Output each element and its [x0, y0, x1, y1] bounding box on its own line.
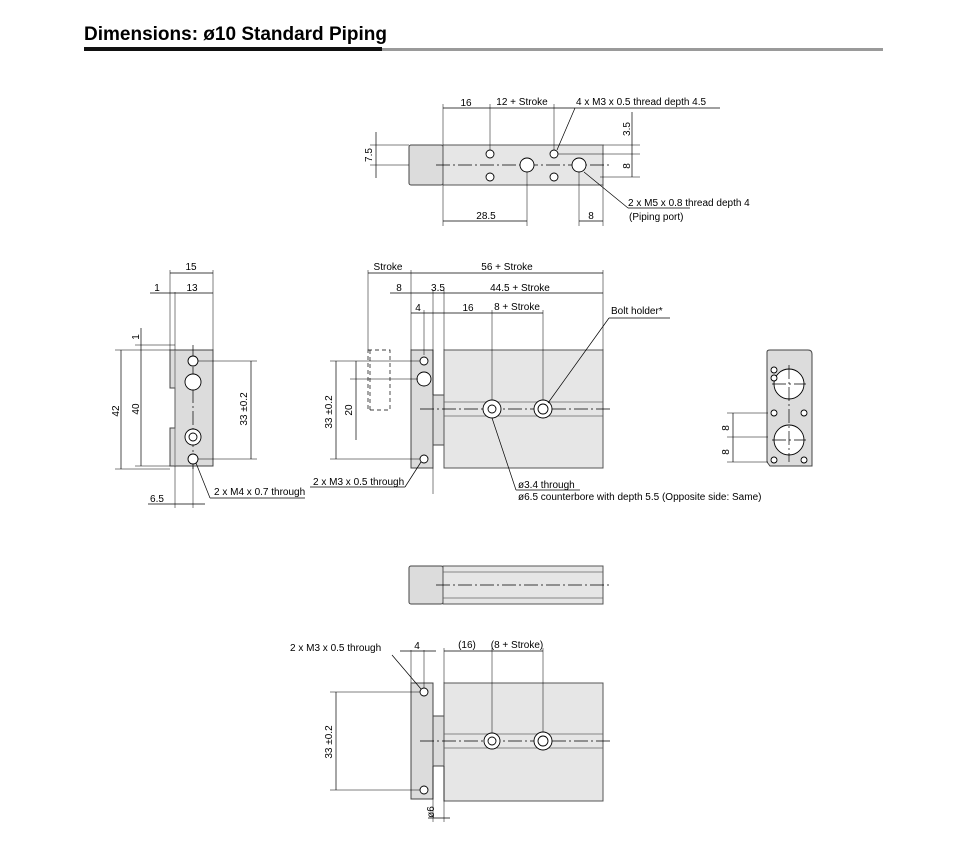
top-dim-28-5: 28.5: [476, 211, 496, 222]
end-view-port: [770, 409, 778, 417]
bottom-view-body: [443, 682, 604, 802]
bottom-view-bolt-inner: [537, 735, 549, 747]
bottom-dim-33: 33 ±0.2: [324, 725, 335, 759]
side-view-hole: [187, 355, 199, 367]
front-dim-8: 8: [396, 283, 402, 294]
side-through-note: 2 x M4 x 0.7 through: [214, 487, 305, 498]
bottom-view-thread-hole: [419, 687, 429, 697]
top-view-thread-hole: [549, 149, 559, 159]
front-view-thread-hole: [419, 454, 429, 464]
title-rule: [382, 48, 883, 51]
bottom-view-thread-hole: [419, 785, 429, 795]
page-title: Dimensions: ø10 Standard Piping: [84, 24, 387, 45]
front-dim-56: 56 + Stroke: [481, 262, 533, 273]
side-dim-40: 40: [131, 403, 142, 415]
end-dim-8-bottom: 8: [721, 449, 732, 455]
top-dim-16: 16: [460, 98, 472, 109]
front-hole-note: ø3.4 through: [518, 480, 575, 491]
bottom-view: 2 x M3 x 0.5 through 4 (16) (8 + Stroke)…: [290, 640, 610, 822]
front-view-bore: [416, 371, 432, 387]
title-underline: [84, 47, 382, 51]
bottom-dim-phi6: ø6: [426, 806, 437, 818]
bolt-holder-inner: [537, 403, 549, 415]
front-view-through-hole: [487, 404, 497, 414]
top-view-port: [571, 157, 587, 173]
side-view-hole: [188, 432, 198, 442]
front-dim-16: 16: [462, 303, 474, 314]
front-dim-8-stroke: 8 + Stroke: [494, 302, 540, 313]
bottom-view-hole-inner: [487, 736, 497, 746]
top-view-thread-hole: [485, 149, 495, 159]
side-dim-15: 15: [185, 262, 197, 273]
side-view: 15 1 13 42 40 1 33 ±0.2 6.5 2 x M4 x 0.7…: [111, 262, 305, 508]
top-view: 16 12 + Stroke 4 x M3 x 0.5 thread depth…: [364, 97, 750, 226]
top-dim-8-bottom: 8: [588, 211, 594, 222]
bottom-dim-16: (16): [458, 640, 476, 651]
top-view-thread-hole: [549, 172, 559, 182]
top-view-thread-hole: [485, 172, 495, 182]
top-view-port: [519, 157, 535, 173]
front-cbore-note: ø6.5 counterbore with depth 5.5 (Opposit…: [518, 492, 761, 503]
end-view-port: [770, 366, 778, 374]
bottom-through-note: 2 x M3 x 0.5 through: [290, 643, 381, 654]
top-dim-8-right: 8: [622, 163, 633, 169]
side-dim-1-vert: 1: [131, 334, 142, 340]
side-dim-13: 13: [186, 283, 198, 294]
end-view-port: [770, 456, 778, 464]
top-dim-7-5: 7.5: [364, 148, 375, 162]
side-view-bore: [184, 373, 202, 391]
side-view-plate: [169, 349, 214, 467]
end-dim-8-top: 8: [721, 425, 732, 431]
end-view: 8 8: [721, 349, 813, 467]
side-dim-6-5: 6.5: [150, 494, 164, 505]
top-dim-stroke: 12 + Stroke: [496, 97, 548, 108]
side-dim-33: 33 ±0.2: [239, 392, 250, 426]
end-view-port: [800, 456, 808, 464]
bolt-holder-label: Bolt holder*: [611, 306, 663, 317]
front-through-note: 2 x M3 x 0.5 through: [313, 477, 404, 488]
front-view-thread-hole: [419, 356, 429, 366]
bottom-dim-8-stroke: (8 + Stroke): [491, 640, 544, 651]
bottom-dim-4: 4: [414, 641, 420, 652]
front-dim-3-5: 3.5: [431, 283, 445, 294]
top-port-note: 2 x M5 x 0.8 thread depth 4: [628, 198, 750, 209]
front-view-rod-block: [432, 394, 445, 446]
front-dim-20: 20: [344, 404, 355, 416]
front-view: Stroke 56 + Stroke 8 3.5 44.5 + Stroke 4…: [310, 262, 761, 503]
front-dim-44-5: 44.5 + Stroke: [490, 283, 550, 294]
front-dim-33: 33 ±0.2: [324, 395, 335, 429]
end-view-port: [800, 409, 808, 417]
side-dim-1: 1: [154, 283, 160, 294]
top-dim-3-5: 3.5: [622, 122, 633, 136]
lower-top-view: [408, 565, 610, 605]
front-dim-4: 4: [415, 303, 421, 314]
top-thread-note: 4 x M3 x 0.5 thread depth 4.5: [576, 97, 707, 108]
top-port-label: (Piping port): [629, 212, 683, 223]
side-dim-42: 42: [111, 405, 122, 417]
front-stroke: Stroke: [374, 262, 403, 273]
end-view-port: [770, 374, 778, 382]
side-view-hole: [187, 453, 199, 465]
